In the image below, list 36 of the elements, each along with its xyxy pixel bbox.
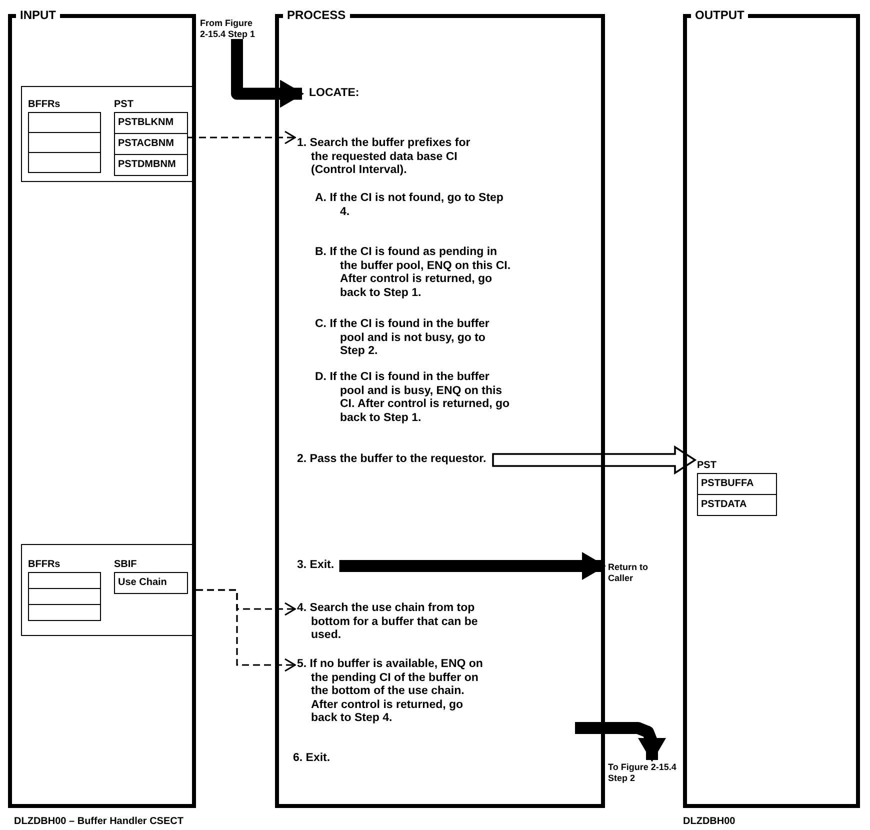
table-title: SBIF [114, 559, 138, 571]
arrow [339, 552, 606, 580]
table-title: BFFRs [28, 559, 62, 571]
step-text: 5. If no buffer is available, ENQ on the pending CI of the buffer on the bottom of the use chain. After control is returned, go back to Step 4. [297, 658, 489, 726]
arrow [575, 722, 666, 762]
step-text: 6. Exit. [293, 752, 332, 766]
step-text: LOCATE: [309, 87, 360, 100]
table-field: PSTBUFFA [697, 473, 777, 495]
panel-title: INPUT [16, 8, 60, 22]
sub-step-text: A. If the CI is not found, go to Step 4. [315, 192, 504, 219]
table-field: PSTDATA [697, 495, 777, 516]
arrow [196, 589, 296, 672]
table-field: PSTACBNM [114, 134, 188, 155]
footer-text: DLZDBH00 [683, 815, 736, 828]
table-title: PST [697, 460, 718, 472]
table-title: BFFRs [28, 99, 62, 111]
table-field: Use Chain [114, 572, 188, 594]
connector-note: To Figure 2-15.4 Step 2 [608, 762, 678, 783]
panel-title: PROCESS [283, 8, 350, 22]
step-text: 3. Exit. [297, 559, 336, 572]
sub-step-text: B. If the CI is found as pending in the buffer pool, ENQ on this CI. After control is returned, go back to Step 1. [315, 246, 512, 300]
step-text: 4. Search the use chain from top bottom for a buffer that can be used. [297, 602, 489, 642]
step-text: 1. Search the buffer prefixes for the requested data base CI (Control Interval). [297, 137, 489, 178]
step-text: 2. Pass the buffer to the requestor. [297, 453, 489, 466]
footer-text: DLZDBH00 – Buffer Handler CSECT [14, 815, 184, 828]
sub-step-text: D. If the CI is found in the buffer pool and is busy, ENQ on this CI. After control is returned, go back to Step 1. [315, 371, 511, 425]
arrow [188, 130, 296, 144]
table-field: PSTDMBNM [114, 155, 188, 176]
arrow [492, 445, 697, 475]
table-title: PST [114, 99, 134, 111]
connector-note: Return to Caller [608, 562, 668, 583]
connector-note: From Figure 2-15.4 Step 1 [200, 18, 260, 39]
sub-step-text: C. If the CI is found in the buffer pool and is not busy, go to Step 2. [315, 318, 490, 358]
panel-title: OUTPUT [691, 8, 748, 22]
arrow [231, 39, 304, 108]
table-field: PSTBLKNM [114, 112, 188, 134]
